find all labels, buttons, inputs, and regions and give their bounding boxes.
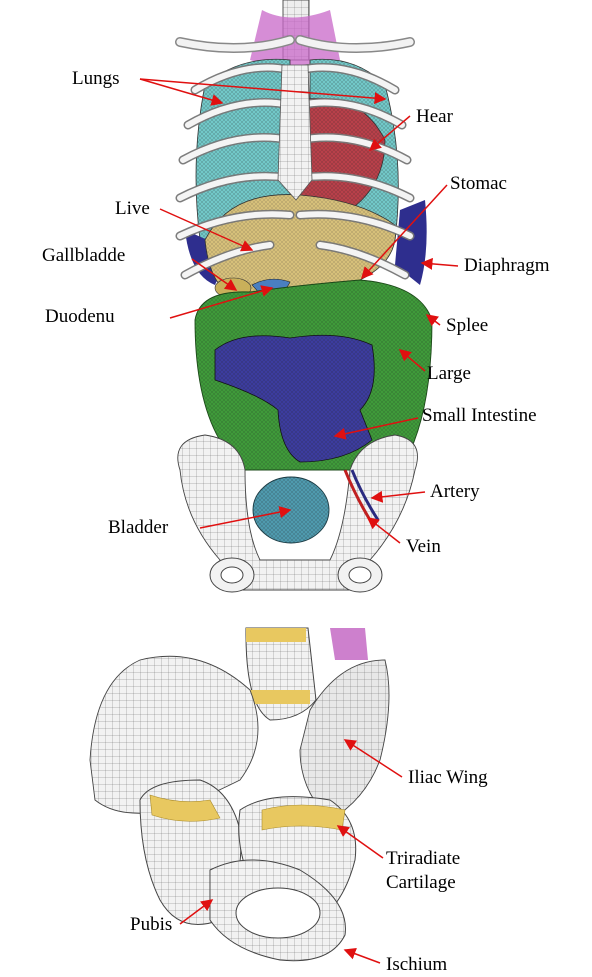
label-iliac-wing: Iliac Wing (408, 767, 488, 789)
spine-cartilage-1 (246, 628, 306, 642)
label-duodenum: Duodenu (45, 306, 115, 328)
label-diaphragm: Diaphragm (464, 255, 549, 277)
arrow-diaphragm (422, 263, 458, 266)
triradiate-cartilage (262, 805, 345, 830)
label-bladder: Bladder (108, 517, 168, 539)
label-small-intestine: Small Intestine (422, 405, 537, 427)
label-stomach: Stomac (450, 173, 507, 195)
label-triradiate: Triradiate (386, 848, 460, 870)
label-liver: Live (115, 198, 150, 220)
label-large: Large (427, 363, 471, 385)
label-artery: Artery (430, 481, 480, 503)
label-pubis: Pubis (130, 914, 172, 936)
label-cartilage: Cartilage (386, 872, 456, 894)
sternum-mesh (278, 65, 312, 200)
label-vein: Vein (406, 536, 441, 558)
label-lungs: Lungs (72, 68, 120, 90)
torso-model (178, 0, 432, 592)
right-hip-hole (349, 567, 371, 583)
arrow-ischium (345, 950, 380, 963)
spine-cartilage-2 (248, 690, 310, 704)
left-hip-hole (221, 567, 243, 583)
pelvis-model (90, 628, 389, 961)
label-heart: Hear (416, 106, 453, 128)
label-gallbladder: Gallbladde (42, 245, 125, 267)
label-spleen: Splee (446, 315, 488, 337)
spine-pink-tissue (250, 10, 340, 68)
obturator-foramen (236, 888, 320, 938)
bladder-mesh (253, 477, 329, 543)
label-ischium: Ischium (386, 954, 447, 976)
spine-pink (330, 628, 368, 660)
